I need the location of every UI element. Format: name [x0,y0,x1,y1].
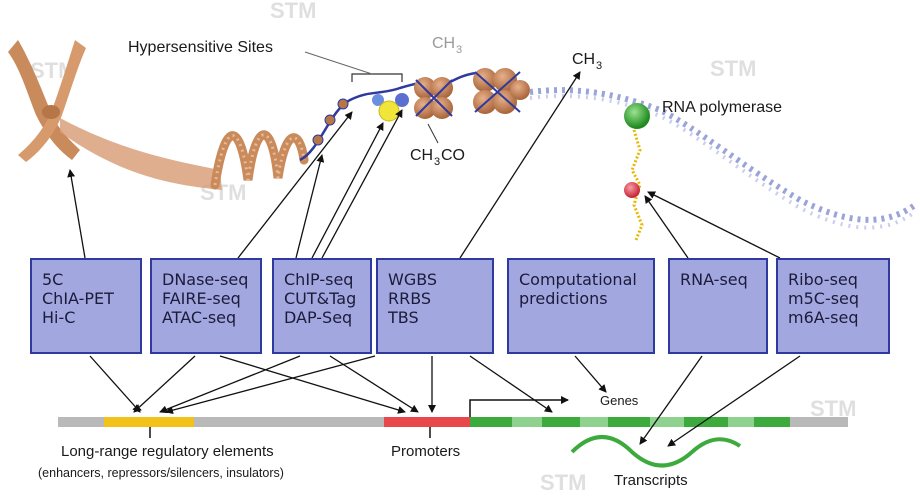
nucleosome-cluster [414,68,530,119]
chromatin-fiber [60,118,309,190]
arrow [667,355,801,447]
ch3co-label: CH 3 CO [410,123,465,168]
arrow [321,109,403,259]
rna-polymerase-label: RNA polymerase [662,99,782,116]
watermarks: STM STM STM STM STM STM [30,0,856,495]
ch3-label-left: CH 3 [432,35,462,56]
assay-box-rna-seq: RNA-seq [668,258,768,354]
arrow [219,355,406,414]
arrow [469,355,553,413]
ribosome-icon [624,182,640,198]
assay-box-translation-modification: Ribo-seq m5C-seq m6A-seq [776,258,890,354]
tss-arrow [469,396,569,417]
dna-thread [299,71,501,162]
watermark: STM [270,0,316,23]
arrow [89,355,141,413]
arrow [159,355,301,414]
assay-label: FAIRE-seq [162,289,241,308]
tf-proteins [372,93,409,122]
assay-label: 5C [42,270,64,289]
rna-polymerase-icon [624,103,650,129]
svg-text:CH: CH [572,51,595,68]
transcripts-label: Transcripts [614,472,688,489]
upward-arrows [67,71,781,259]
hypersensitive-label: Hypersensitive Sites [128,39,273,56]
transcript-wave [570,435,742,468]
assay-label: m6A-seq [788,308,859,327]
arrow [644,195,689,259]
watermark: STM [710,56,756,81]
arrow [639,355,703,445]
assay-label: RRBS [388,289,432,308]
genes-label: Genes [600,393,639,408]
arrow [459,71,581,259]
nascent-rna [624,129,644,241]
downward-arrows [89,355,801,447]
promoter-segment [384,417,470,427]
genome-bar [58,417,848,438]
assay-box-chromatin-conformation: 5C ChIA-PET Hi-C [30,258,142,354]
gene-segment [470,417,790,427]
svg-text:CH: CH [410,147,433,164]
svg-text:3: 3 [434,156,440,168]
arrow [574,355,607,393]
assay-box-accessibility: DNase-seq FAIRE-seq ATAC-seq [150,258,262,354]
assay-label: DAP-Seq [284,308,353,327]
assay-label: Ribo-seq [788,270,858,289]
chromosome-icon [8,40,86,162]
watermark: STM [540,470,586,495]
arrow [647,191,781,259]
assay-box-protein-binding: ChIP-seq CUT&Tag DAP-Seq [272,258,372,354]
assay-label: ATAC-seq [162,308,237,327]
svg-text:CH: CH [432,35,455,52]
assay-label: RNA-seq [680,270,748,289]
dna-helix [529,87,917,230]
hypersensitive-bracket [304,51,403,82]
assay-box-methylation: WGBS RRBS TBS [376,258,494,354]
svg-text:3: 3 [456,44,462,56]
arrow [311,122,384,259]
promoters-label: Promoters [391,443,460,460]
assay-label: DNase-seq [162,270,249,289]
svg-text:3: 3 [596,60,602,72]
assay-label: ChIP-seq [284,270,354,289]
arrow [165,355,376,415]
assay-box-computational: Computational predictions [507,258,655,354]
assay-label: ChIA-PET [42,289,114,308]
assay-label: TBS [388,308,419,327]
arrow [237,111,353,259]
long-range-label: Long-range regulatory elements [61,443,274,460]
assay-label: WGBS [388,270,438,289]
assay-label: predictions [519,289,608,308]
arrow [133,355,196,413]
watermark: STM [810,396,856,421]
ch3-label-right: CH 3 [572,51,602,72]
assay-label: Computational [519,270,637,289]
arrow [67,169,86,259]
svg-text:CO: CO [441,147,465,164]
assay-label: CUT&Tag [284,289,357,308]
assay-label: m5C-seq [788,289,860,308]
arrow [329,355,419,413]
assay-label: Hi-C [42,308,76,327]
arrow [295,154,325,259]
enhancer-segment [104,417,194,427]
long-range-sublabel: (enhancers, repressors/silencers, insula… [38,466,284,480]
